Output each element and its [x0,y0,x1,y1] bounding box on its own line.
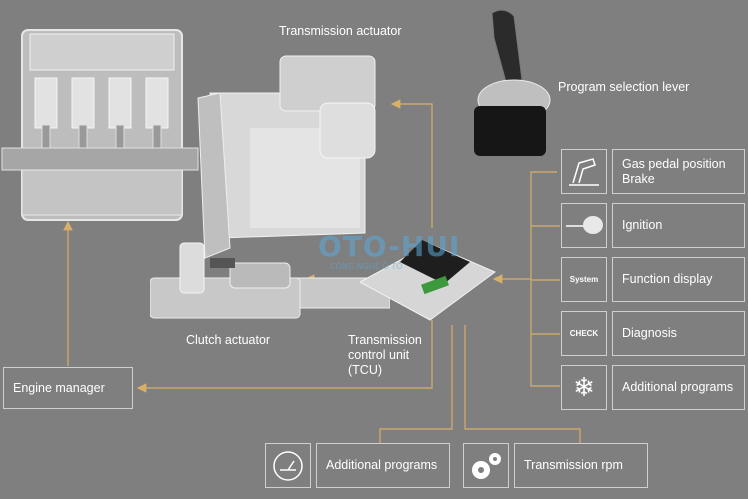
ignition-box: Ignition [612,203,745,248]
function-display-label: Function display [622,272,713,286]
gas-pedal-brake-icon [561,149,607,194]
diagnosis-label: Diagnosis [622,326,677,340]
additional-programs-right-label: Additional programs [622,380,734,394]
label-transmission-actuator: Transmission actuator [279,24,402,38]
shift-lever-illustration [474,9,551,156]
additional-programs-bottom-label: Additional programs [326,458,438,472]
label-clutch-actuator: Clutch actuator [186,333,271,347]
check-icon: CHECK [561,311,607,356]
additional-programs-bottom-box: Additional programs [316,443,450,488]
gears-icon [463,443,509,488]
engine-manager-label: Engine manager [13,380,105,395]
label-tcu: Transmission control unit (TCU) [348,333,438,378]
snowflake-icon: ❄ [561,365,607,410]
system-icon: System [561,257,607,302]
additional-programs-right-box: Additional programs [612,365,745,410]
clutch-actuator-illustration [150,242,301,319]
label-program-selection-lever: Program selection lever [558,80,690,94]
engine-manager-box: Engine manager [3,367,133,409]
check-icon-text: CHECK [569,329,599,338]
watermark-logo-text: OTO-HUI [318,230,461,263]
watermark-logo-subtext: CÔNG NGHỆ Ô TÔ [330,262,403,271]
tcu-illustration [360,240,496,321]
brake-label: Brake [622,171,655,186]
system-icon-text: System [569,275,599,284]
transmission-rpm-box: Transmission rpm [514,443,648,488]
gearbox-illustration [197,55,390,309]
label-tcu-line1: Transmission [348,333,422,347]
gas-pedal-brake-box: Gas pedal position Brake [612,149,745,194]
engine-illustration [1,29,199,221]
function-display-box: Function display [612,257,745,302]
ignition-key-icon [561,203,607,248]
speedometer-icon [265,443,311,488]
gas-pedal-label: Gas pedal position [622,156,726,171]
ignition-label: Ignition [622,218,663,232]
transmission-rpm-label: Transmission rpm [524,458,623,472]
label-tcu-line2: control unit [348,348,410,362]
label-tcu-line3: (TCU) [348,363,383,377]
diagnosis-box: Diagnosis [612,311,745,356]
